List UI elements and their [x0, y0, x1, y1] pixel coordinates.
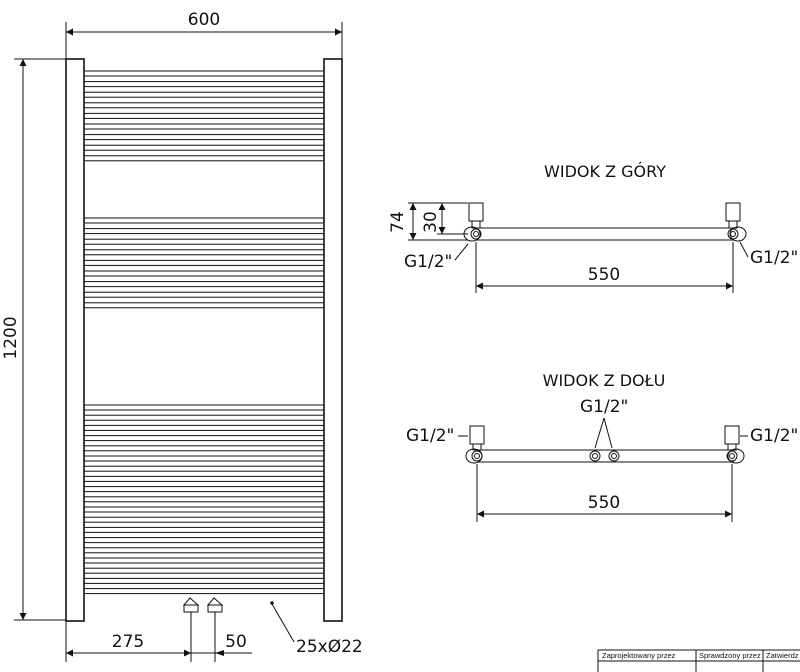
horizontal-bar [83, 281, 325, 288]
bottom-view: WIDOK Z DOŁU G1/2" G1/2" G1/2" 550 [406, 371, 798, 522]
horizontal-bar [83, 537, 325, 544]
horizontal-bar [83, 102, 325, 109]
front-view: 600 1200 275 50 25xØ22 [1, 10, 363, 662]
title-block-approved-by: Zatwierdz [766, 651, 799, 660]
dim-height-label: 1200 [1, 316, 21, 359]
title-block: Zaprojektowany przez Sprawdzony przez Za… [597, 649, 800, 672]
top-dim-spacing-label: 550 [588, 265, 620, 285]
bottom-connector-right-label: G1/2" [750, 426, 798, 446]
horizontal-bar [83, 134, 325, 141]
dim-valve-spacing-label: 50 [225, 632, 247, 652]
horizontal-bar [83, 424, 325, 431]
horizontal-bar [83, 516, 325, 523]
dim-bars-label: 25xØ22 [296, 637, 363, 657]
horizontal-bar [83, 144, 325, 151]
horizontal-bar [83, 475, 325, 482]
dim-depth-label: 74 [388, 211, 408, 233]
horizontal-bar [83, 91, 325, 98]
horizontal-bar [83, 577, 325, 584]
top-view: WIDOK Z GÓRY 74 30 G1/2" G1/2" 550 [388, 162, 798, 293]
horizontal-bar [83, 217, 325, 224]
horizontal-bar [83, 228, 325, 235]
dim-left-offset-label: 275 [112, 632, 144, 652]
bottom-view-title: WIDOK Z DOŁU [543, 371, 666, 390]
bottom-dim-spacing-label: 550 [588, 493, 620, 513]
top-connector-left-label: G1/2" [404, 252, 452, 272]
dim-width-label: 600 [188, 10, 220, 30]
horizontal-bar [83, 588, 325, 595]
title-block-checked-by: Sprawdzony przez [699, 651, 761, 660]
horizontal-bar [83, 249, 325, 256]
horizontal-bar [83, 465, 325, 472]
dim-offset-label: 30 [421, 211, 441, 233]
horizontal-bar [83, 414, 325, 421]
horizontal-bar [83, 435, 325, 442]
bottom-connector-left-label: G1/2" [406, 426, 454, 446]
top-connector-right-label: G1/2" [750, 248, 798, 268]
horizontal-bar [83, 123, 325, 130]
horizontal-bar [83, 259, 325, 266]
horizontal-bar [83, 567, 325, 574]
horizontal-bar [83, 557, 325, 564]
horizontal-bar [83, 496, 325, 503]
horizontal-bar [83, 291, 325, 298]
horizontal-bar [83, 445, 325, 452]
horizontal-bar [83, 112, 325, 119]
right-side-tube [323, 58, 343, 622]
horizontal-bar [83, 526, 325, 533]
horizontal-bar [83, 455, 325, 462]
horizontal-bars [83, 70, 325, 595]
title-block-designed-by: Zaprojektowany przez [602, 651, 676, 660]
horizontal-bar [83, 238, 325, 245]
bottom-connector-center-label: G1/2" [580, 397, 628, 417]
left-side-tube [65, 58, 85, 622]
horizontal-bar [83, 81, 325, 88]
horizontal-bar [83, 506, 325, 513]
valve-right [206, 597, 224, 613]
horizontal-bar [83, 486, 325, 493]
valve-left [182, 597, 200, 613]
top-view-title: WIDOK Z GÓRY [544, 162, 666, 181]
horizontal-bar [83, 270, 325, 277]
horizontal-bar [83, 155, 325, 162]
horizontal-bar [83, 302, 325, 309]
horizontal-bar [83, 547, 325, 554]
horizontal-bar [83, 404, 325, 411]
horizontal-bar [83, 70, 325, 77]
